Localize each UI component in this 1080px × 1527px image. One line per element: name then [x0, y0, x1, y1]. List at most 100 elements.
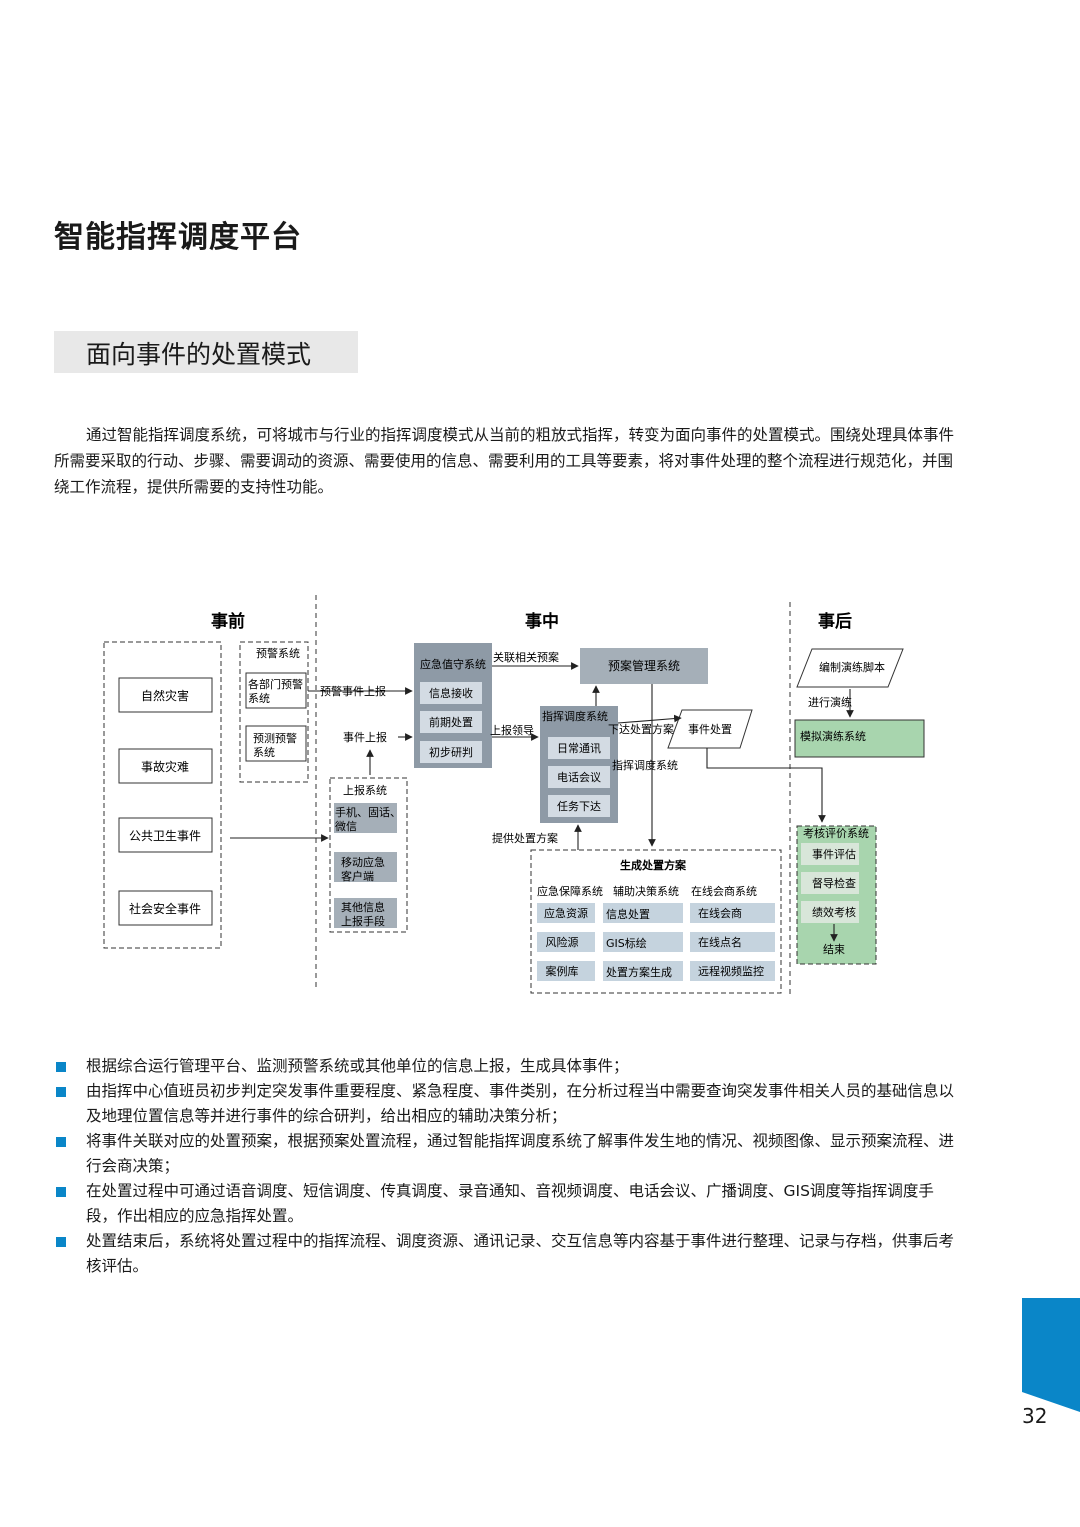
event-type-label: 事故灾难 — [141, 759, 189, 774]
event-handling-shape — [667, 709, 753, 749]
bullet-square-icon — [56, 1087, 66, 1097]
command-item-box — [548, 737, 610, 759]
evaluation-title: 考核评价系统 — [803, 826, 869, 840]
solution-column-title: 在线会商系统 — [691, 884, 757, 898]
drill-script-shape — [796, 648, 904, 688]
command-item-label: 日常通讯 — [557, 742, 601, 755]
solution-item-label: GIS标绘 — [606, 936, 647, 950]
command-item-label: 任务下达 — [557, 800, 601, 813]
bullet-square-icon — [56, 1237, 66, 1247]
list-item: 在处置过程中可通过语音调度、短信调度、传真调度、录音通知、音视频调度、电话会议、… — [54, 1179, 954, 1229]
label-issue-plan: 下达处置方案 — [608, 722, 674, 736]
solution-item-label: 信息处置 — [606, 907, 650, 921]
list-item: 由指挥中心值班员初步判定突发事件重要程度、紧急程度、事件类别，在分析过程当中需要… — [54, 1079, 954, 1129]
solution-item-label: 处置方案生成 — [606, 965, 672, 979]
evaluation-item-label: 绩效考核 — [812, 905, 856, 919]
label-do-drill: 进行演练 — [808, 695, 852, 709]
solution-item-box — [603, 903, 683, 923]
duty-item-label: 信息接收 — [429, 686, 473, 700]
subtitle-background — [54, 331, 358, 373]
label-command-dispatch: 指挥调度系统 — [612, 758, 678, 772]
warning-system-group — [239, 641, 309, 783]
label-event-report: 事件上报 — [343, 730, 387, 744]
command-item-box — [548, 766, 610, 788]
bullet-square-icon — [56, 1187, 66, 1197]
solution-item-label: 远程视频监控 — [698, 964, 764, 978]
bullet-text: 处置结束后，系统将处置过程中的指挥流程、调度资源、通讯记录、交互信息等内容基于事… — [86, 1232, 955, 1275]
evaluation-item-box — [801, 901, 859, 923]
flow-diagram: 事前 事中 事后 自然灾害 事故灾难 公共卫生事件 社会安全事件 预警系统 各部… — [103, 595, 925, 995]
solution-item-label: 在线点名 — [698, 935, 742, 949]
solution-item-box — [690, 903, 775, 923]
plan-mgmt-label: 预案管理系统 — [608, 658, 680, 673]
command-item-box — [548, 795, 610, 817]
evaluation-item-box — [801, 843, 859, 865]
label-warning-report: 预警事件上报 — [320, 684, 386, 698]
section-subtitle: 面向事件的处置模式 — [86, 340, 312, 369]
duty-system-title: 应急值守系统 — [420, 657, 486, 671]
page-corner-tab — [1022, 1298, 1080, 1412]
solution-item-label: 风险源 — [546, 935, 579, 949]
phase-after: 事后 — [818, 612, 852, 632]
plan-mgmt-box — [580, 648, 708, 684]
list-item: 处置结束后，系统将处置过程中的指挥流程、调度资源、通讯记录、交互信息等内容基于事… — [54, 1229, 954, 1279]
report-item-box — [334, 898, 397, 928]
solution-item-box — [537, 932, 595, 952]
solution-group — [530, 849, 782, 994]
phase-during: 事中 — [525, 611, 559, 632]
duty-item-box — [420, 711, 482, 733]
duty-item-label: 前期处置 — [429, 715, 473, 729]
bullet-text: 在处置过程中可通过语音调度、短信调度、传真调度、录音通知、音视频调度、电话会议、… — [86, 1182, 934, 1225]
event-type-box: 自然灾害 — [118, 677, 213, 713]
bullet-text: 将事件关联对应的处置预案，根据预案处置流程，通过智能指挥调度系统了解事件发生地的… — [86, 1132, 955, 1175]
event-types-group — [103, 641, 222, 949]
event-type-label: 公共卫生事件 — [129, 829, 201, 843]
list-item: 将事件关联对应的处置预案，根据预案处置流程，通过智能指挥调度系统了解事件发生地的… — [54, 1129, 954, 1179]
arrow-command-to-handling — [617, 714, 682, 724]
report-item-box — [334, 803, 397, 833]
command-system-title: 指挥调度系统 — [542, 709, 608, 723]
solution-item-box — [537, 961, 595, 981]
solution-item-label: 在线会商 — [698, 906, 742, 920]
report-item-label: 移动应急客户端 — [341, 855, 385, 883]
solution-item-label: 案例库 — [546, 964, 579, 978]
bullet-list: 根据综合运行管理平台、监测预警系统或其他单位的信息上报，生成具体事件； 由指挥中… — [54, 1054, 954, 1279]
report-system-group — [329, 777, 408, 933]
label-provide-plan: 提供处置方案 — [492, 831, 558, 845]
evaluation-item-box — [801, 872, 859, 894]
drill-system-box — [794, 719, 925, 758]
warning-item-box — [245, 672, 307, 709]
report-system-title: 上报系统 — [343, 783, 387, 797]
solution-column-title: 辅助决策系统 — [613, 884, 679, 898]
report-item-box — [334, 852, 397, 882]
event-type-box: 事故灾难 — [118, 748, 213, 784]
warning-system-title: 预警系统 — [256, 646, 300, 660]
event-type-box: 公共卫生事件 — [118, 817, 213, 853]
event-type-box: 社会安全事件 — [118, 890, 213, 926]
bullet-square-icon — [56, 1062, 66, 1072]
list-item: 根据综合运行管理平台、监测预警系统或其他单位的信息上报，生成具体事件； — [54, 1054, 954, 1079]
event-handling-label: 事件处置 — [688, 723, 732, 736]
solution-item-box — [690, 932, 775, 952]
solution-item-box — [690, 961, 775, 981]
event-type-label: 自然灾害 — [141, 688, 189, 703]
report-item-label: 其他信息上报手段 — [341, 900, 385, 928]
report-item-label: 手机、固话、微信 — [335, 805, 401, 833]
event-type-label: 社会安全事件 — [129, 901, 201, 916]
solution-title: 生成处置方案 — [620, 858, 687, 872]
bullet-square-icon — [56, 1137, 66, 1147]
solution-item-label: 应急资源 — [544, 906, 588, 920]
bullet-text: 由指挥中心值班员初步判定突发事件重要程度、紧急程度、事件类别，在分析过程当中需要… — [86, 1082, 955, 1125]
drill-script-label: 编制演练脚本 — [819, 660, 885, 674]
duty-item-box — [420, 741, 482, 763]
intro-text: 通过智能指挥调度系统，可将城市与行业的指挥调度模式从当前的粗放式指挥，转变为面向… — [54, 426, 955, 496]
bullet-text: 根据综合运行管理平台、监测预警系统或其他单位的信息上报，生成具体事件； — [86, 1057, 629, 1075]
solution-item-box — [603, 961, 683, 981]
page-number: 32 — [1022, 1404, 1048, 1428]
phase-before: 事前 — [211, 611, 245, 632]
solution-item-box — [537, 903, 595, 923]
duty-item-box — [420, 682, 482, 704]
warning-item-label: 各部门预警系统 — [248, 677, 303, 705]
evaluation-item-label: 结束 — [823, 943, 845, 956]
duty-item-label: 初步研判 — [429, 745, 473, 759]
